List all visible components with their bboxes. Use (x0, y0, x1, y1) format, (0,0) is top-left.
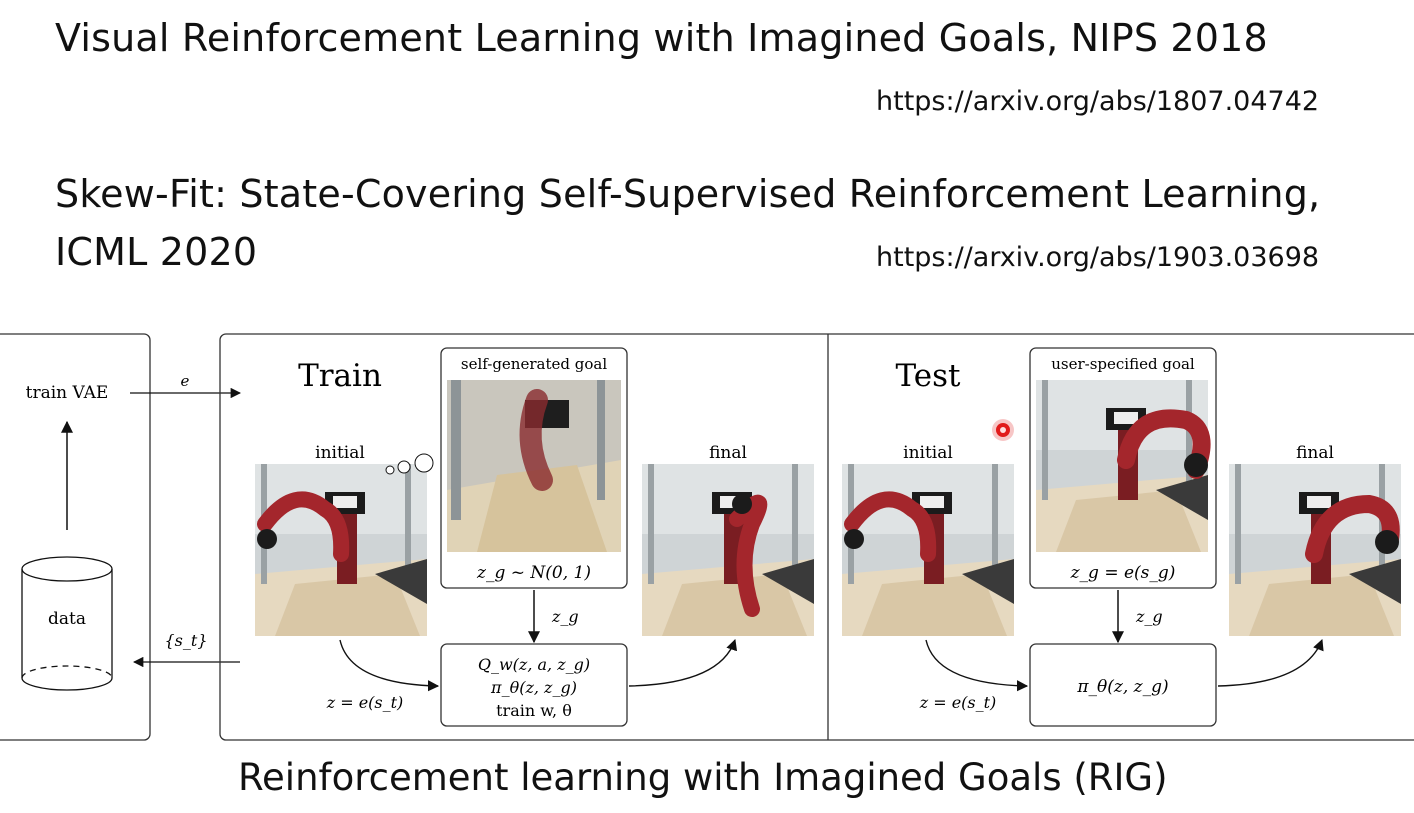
data-cylinder-icon (21, 556, 113, 691)
train-initial-image (255, 464, 427, 636)
test-z-label: z = e(s_t) (919, 693, 997, 712)
test-final-image (1229, 464, 1401, 636)
st-label: {s_t} (165, 631, 208, 650)
test-initial-image (842, 464, 1014, 636)
e-label: e (181, 372, 190, 390)
train-final-label: final (709, 443, 747, 463)
user-specified-goal-title: user-specified goal (1051, 355, 1195, 373)
train-title: Train (298, 358, 382, 394)
rig-diagram: train VAE data e {s_t} Train initial sel… (0, 333, 1414, 741)
left-panel-frame (0, 333, 151, 741)
test-initial-label: initial (903, 443, 953, 463)
paper1-title: Visual Reinforcement Learning with Imagi… (55, 16, 1268, 60)
slide-caption: Reinforcement learning with Imagined Goa… (238, 756, 1168, 799)
train-zg-label: z_g (551, 607, 579, 626)
train-initial-label: initial (315, 443, 365, 463)
thought-bubble-icon (385, 453, 434, 475)
train-z-label: z = e(s_t) (326, 693, 404, 712)
data-label: data (48, 609, 86, 629)
self-generated-goal-title: self-generated goal (461, 355, 607, 373)
self-generated-goal-image (447, 380, 621, 552)
self-generated-goal-formula: z_g ~ N(0, 1) (476, 563, 591, 583)
train-policy-train: train w, θ (496, 701, 572, 720)
train-initial-to-policy-arrow (339, 639, 440, 692)
user-specified-goal-image (1036, 380, 1211, 552)
train-vae-label: train VAE (26, 383, 109, 403)
train-policy-to-final-arrow (628, 638, 738, 687)
laser-pointer-cursor (992, 419, 1014, 441)
test-policy-box (1029, 643, 1217, 727)
train-policy-q: Q_w(z, a, z_g) (478, 655, 590, 674)
main-panel-frame (219, 333, 1414, 741)
test-policy-pi: π_θ(z, z_g) (1076, 677, 1168, 697)
test-zg-label: z_g (1135, 607, 1163, 626)
paper2-url[interactable]: https://arxiv.org/abs/1903.03698 (876, 242, 1320, 273)
test-policy-to-final-arrow (1217, 638, 1324, 687)
paper1-url[interactable]: https://arxiv.org/abs/1807.04742 (876, 86, 1320, 117)
train-policy-pi: π_θ(z, z_g) (490, 678, 577, 697)
test-initial-to-policy-arrow (925, 639, 1029, 692)
paper2-title-line2: ICML 2020 (55, 230, 258, 274)
user-specified-goal-formula: z_g = e(s_g) (1070, 563, 1176, 583)
train-final-image (642, 464, 814, 636)
paper2-title-line1: Skew-Fit: State-Covering Self-Supervised… (55, 172, 1321, 216)
test-title: Test (896, 358, 962, 394)
train-policy-box (440, 643, 628, 727)
test-final-label: final (1296, 443, 1334, 463)
